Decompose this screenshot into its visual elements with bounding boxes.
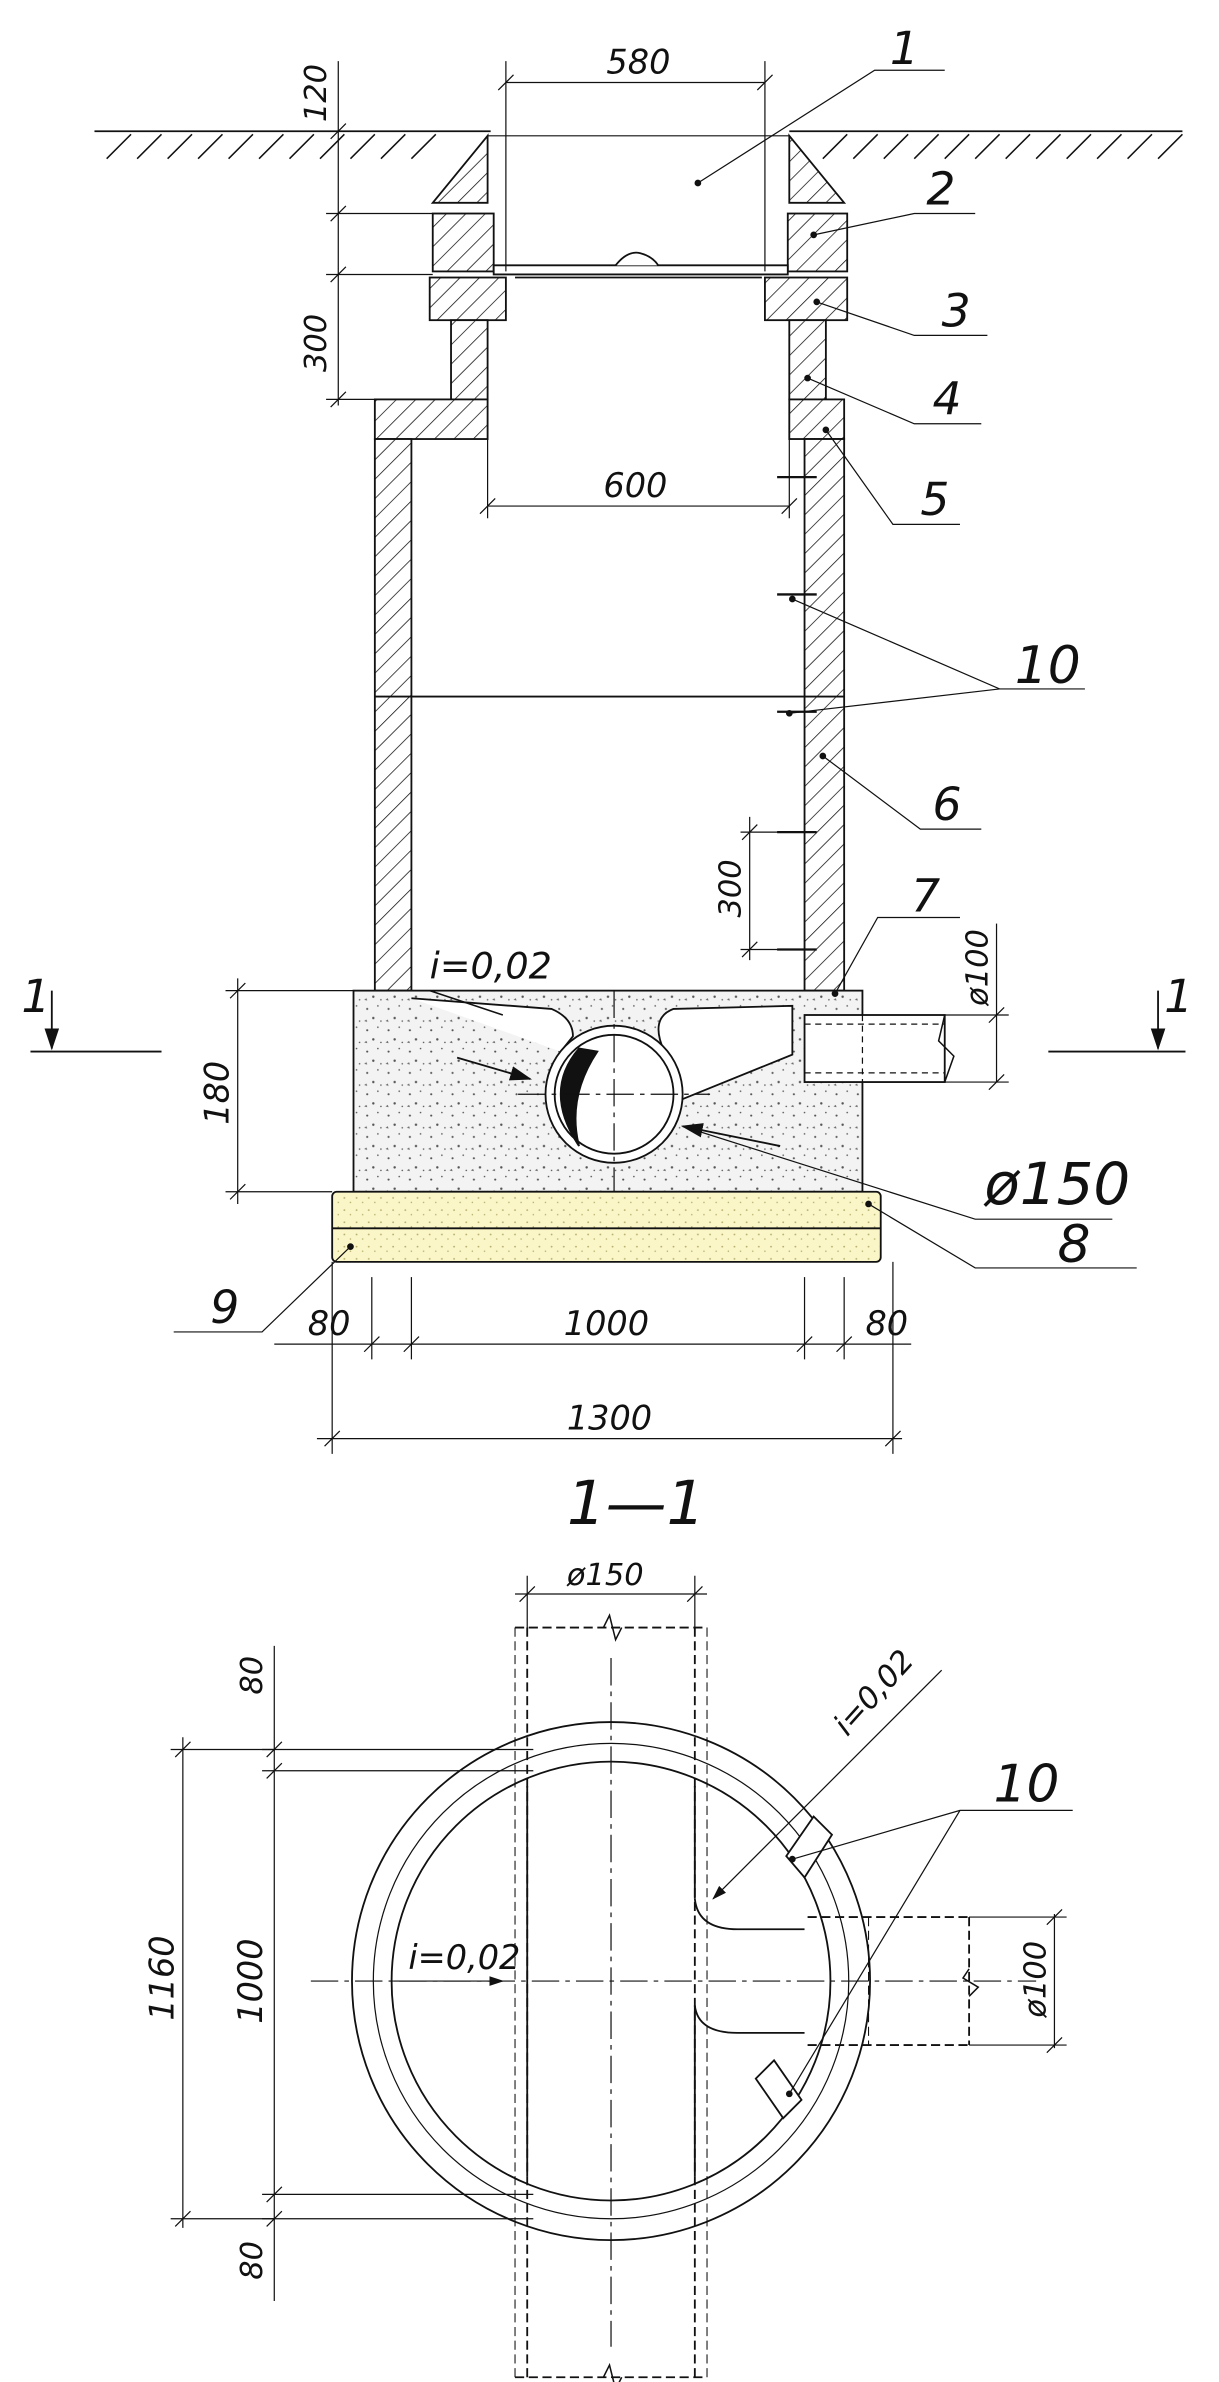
callout-5: 5 [920, 473, 949, 526]
section-title: 1—1 [567, 1468, 705, 1539]
lid-handle [614, 251, 660, 266]
slope-plan-channel: i=0,02 [408, 1938, 520, 1977]
dim-top-offset: 120 [299, 64, 334, 122]
frame-left-collar [430, 133, 489, 204]
dim-opening-inner: 600 [603, 466, 667, 505]
dim-base-height: 180 [198, 1061, 237, 1125]
tray-channel-right [657, 1004, 794, 1102]
dim-opening-top: 580 [606, 42, 670, 81]
ladder-steps [777, 475, 817, 951]
dim-neck-height: 300 [299, 314, 334, 372]
bedding-gravel [331, 1190, 882, 1263]
callout-8: 8 [1057, 1215, 1090, 1275]
cover-slab-right [788, 398, 846, 440]
ground-hatch [106, 133, 1183, 160]
plan-dim-wall-bottom: 80 [235, 2241, 270, 2280]
plan-dim-wall-top: 80 [235, 1656, 270, 1695]
plan-dim-pipe: ø150 [566, 1558, 644, 1593]
well-wall-right [803, 438, 846, 992]
dim-total-width: 1300 [567, 1398, 652, 1437]
tray-channel-left [411, 997, 574, 1053]
section-dimensions [225, 61, 1009, 1454]
callout-4: 4 [933, 373, 962, 426]
plan-dim-outlet: ø100 [1018, 1941, 1053, 2019]
top-slab-left [428, 276, 507, 322]
outlet-pipe [803, 1014, 946, 1083]
top-slab-right [764, 276, 849, 322]
neck-right [788, 319, 827, 401]
well-wall-left [373, 438, 413, 992]
dim-outlet-dia: ø100 [960, 929, 995, 1007]
hatch-lid [492, 264, 789, 276]
plan-view [310, 1613, 1037, 2382]
section-mark-right: 1 [1164, 970, 1193, 1023]
plan-dimensions [170, 1575, 1073, 2302]
support-ring-left [431, 212, 495, 273]
section-marks [30, 990, 1186, 1053]
frame-right-collar [788, 133, 847, 204]
section-mark-left: 1 [21, 970, 50, 1023]
plan-dim-inner: 1000 [231, 1938, 270, 2023]
support-ring-right [786, 212, 849, 273]
main-pipe-flow [559, 1047, 599, 1147]
callout-2: 2 [926, 162, 955, 215]
callout-7: 7 [911, 869, 940, 922]
dim-main-pipe: ø150 [983, 1150, 1130, 1218]
callout-leaders [173, 69, 1137, 1333]
dim-wall-right: 80 [865, 1304, 908, 1343]
callout-6: 6 [933, 778, 962, 831]
plan-dim-total: 1160 [143, 1935, 182, 2020]
slope-section: i=0,02 [430, 944, 552, 987]
neck-left [450, 319, 489, 401]
callout-1: 1 [890, 22, 919, 75]
section-view [94, 130, 1183, 1263]
callout-10: 10 [1015, 636, 1081, 696]
slope-plan-branch: i=0,02 [827, 1644, 921, 1743]
dim-step-spacing: 300 [714, 859, 749, 917]
callout-3: 3 [942, 284, 971, 337]
dim-inner-width: 1000 [564, 1304, 649, 1343]
callout-9: 9 [210, 1281, 239, 1334]
dim-wall-left: 80 [308, 1304, 351, 1343]
cover-slab-left [373, 398, 489, 440]
callout-10-plan: 10 [993, 1754, 1059, 1814]
